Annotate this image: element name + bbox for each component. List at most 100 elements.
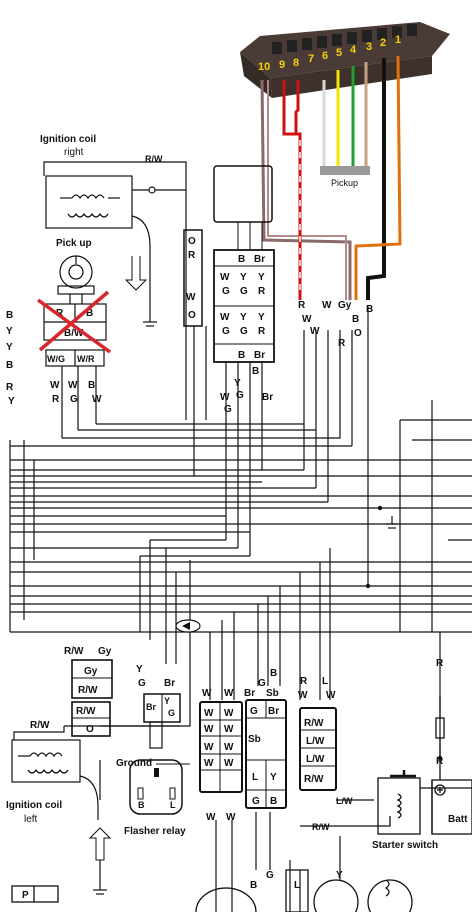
svg-text:R/W: R/W	[64, 646, 84, 657]
svg-text:B: B	[352, 314, 359, 325]
svg-text:R: R	[436, 658, 444, 669]
svg-text:G: G	[236, 390, 244, 401]
starter-switch: L/W R/W Starter switch Batt R R	[300, 658, 472, 851]
svg-text:B: B	[88, 380, 95, 391]
svg-text:W: W	[204, 724, 214, 735]
svg-text:Y: Y	[240, 312, 247, 323]
ignition-coil-left-side: left	[24, 814, 38, 825]
ignition-coil-left: R/W Ignition coil left	[6, 720, 112, 895]
svg-text:R: R	[52, 394, 60, 405]
svg-text:P: P	[22, 890, 29, 901]
svg-text:W: W	[298, 690, 308, 701]
svg-text:L: L	[322, 676, 328, 687]
svg-text:B: B	[270, 796, 277, 807]
svg-text:B: B	[238, 254, 245, 265]
svg-text:W: W	[50, 380, 60, 391]
svg-text:W: W	[322, 300, 332, 311]
pin-2: 2	[380, 37, 386, 49]
svg-text:R: R	[298, 300, 306, 311]
svg-text:W: W	[220, 392, 230, 403]
svg-text:G: G	[70, 394, 78, 405]
connector-wires	[260, 55, 402, 300]
svg-text:Br: Br	[146, 702, 156, 712]
svg-text:Y: Y	[6, 342, 13, 353]
svg-text:O: O	[188, 310, 196, 321]
ignitor-connector: 10 9 8 7 6 5 4 3 2 1	[240, 22, 450, 98]
svg-text:R/W: R/W	[76, 706, 96, 717]
main-connector: B Br W Y Y G G R W Y Y G G R B Br W Y G …	[213, 165, 275, 415]
svg-text:Y: Y	[136, 664, 143, 675]
svg-text:L/W: L/W	[336, 796, 353, 806]
svg-text:W: W	[226, 812, 236, 823]
svg-text:Sb: Sb	[266, 688, 279, 699]
pin-4: 4	[350, 44, 357, 56]
svg-text:Y: Y	[8, 396, 15, 407]
lly-connector: G B Br Sb G Br Sb L Y G B	[244, 668, 287, 809]
bottom-labels: B G L Y P	[22, 870, 343, 901]
svg-text:R: R	[436, 756, 444, 767]
svg-text:G: G	[252, 796, 260, 807]
svg-text:G: G	[224, 404, 232, 415]
svg-text:L/W: L/W	[306, 736, 325, 747]
svg-text:G: G	[222, 286, 230, 297]
svg-text:W: W	[224, 724, 234, 735]
pick-up: Pick up R B B/W W/G W/R W R W G B W	[36, 238, 112, 405]
svg-text:Br: Br	[268, 706, 279, 717]
svg-text:W/G: W/G	[47, 354, 65, 364]
svg-text:Y: Y	[164, 696, 170, 706]
svg-text:W: W	[204, 742, 214, 753]
svg-text:G: G	[258, 678, 266, 689]
svg-text:Gy: Gy	[338, 300, 352, 311]
svg-text:Gy: Gy	[84, 666, 98, 677]
svg-text:G: G	[168, 708, 175, 718]
cdi-wire-labels: R W W Gy B B W R O	[298, 300, 373, 349]
svg-text:Y: Y	[258, 312, 265, 323]
left-edge-labels: B Y Y B R Y	[6, 310, 15, 407]
diode-symbol	[175, 619, 201, 633]
svg-text:B/W: B/W	[64, 328, 84, 339]
svg-text:W: W	[206, 812, 216, 823]
coil-right-wire: R/W	[145, 154, 163, 164]
svg-text:Sb: Sb	[248, 734, 261, 745]
ignition-coil-left-title: Ignition coil	[6, 800, 62, 811]
small-connector: O R W O	[183, 229, 203, 327]
svg-text:L: L	[252, 772, 258, 783]
flasher-relay-title: Flasher relay	[124, 826, 186, 837]
svg-text:B: B	[250, 880, 257, 891]
crossed-out-mark	[36, 290, 112, 354]
coil-left-wire: R/W	[30, 720, 50, 731]
svg-text:Br: Br	[254, 350, 265, 361]
svg-text:B: B	[6, 360, 13, 371]
svg-text:R: R	[258, 326, 266, 337]
svg-text:W: W	[92, 394, 102, 405]
svg-text:R/W: R/W	[304, 718, 324, 729]
pin-7: 7	[308, 53, 314, 65]
svg-text:Br: Br	[254, 254, 265, 265]
flasher-relay: Ground B L Flasher relay	[116, 758, 190, 837]
svg-text:W: W	[224, 688, 234, 699]
svg-text:O: O	[86, 724, 94, 735]
ground-label: Ground	[116, 758, 152, 769]
svg-text:Br: Br	[244, 688, 255, 699]
svg-text:L: L	[170, 800, 176, 810]
svg-text:Y: Y	[6, 326, 13, 337]
pin-5: 5	[336, 47, 342, 59]
svg-text:R/W: R/W	[78, 685, 98, 696]
svg-text:Y: Y	[258, 272, 265, 283]
svg-text:W: W	[68, 380, 78, 391]
svg-text:Y: Y	[270, 772, 277, 783]
svg-text:B: B	[252, 366, 259, 377]
svg-text:L/W: L/W	[306, 754, 325, 765]
svg-text:L: L	[294, 880, 300, 891]
ignition-coil-right-side: right	[64, 147, 84, 158]
svg-text:B: B	[86, 308, 93, 319]
svg-text:G: G	[240, 326, 248, 337]
svg-text:G: G	[138, 678, 146, 689]
junction-dot	[365, 583, 371, 589]
svg-text:G: G	[222, 326, 230, 337]
pin-1: 1	[395, 34, 401, 46]
svg-text:W: W	[224, 708, 234, 719]
ignition-coil-right: Ignition coil right R/W	[40, 134, 187, 420]
starter-switch-title: Starter switch	[372, 840, 438, 851]
ignition-coil-right-title: Ignition coil	[40, 134, 96, 145]
